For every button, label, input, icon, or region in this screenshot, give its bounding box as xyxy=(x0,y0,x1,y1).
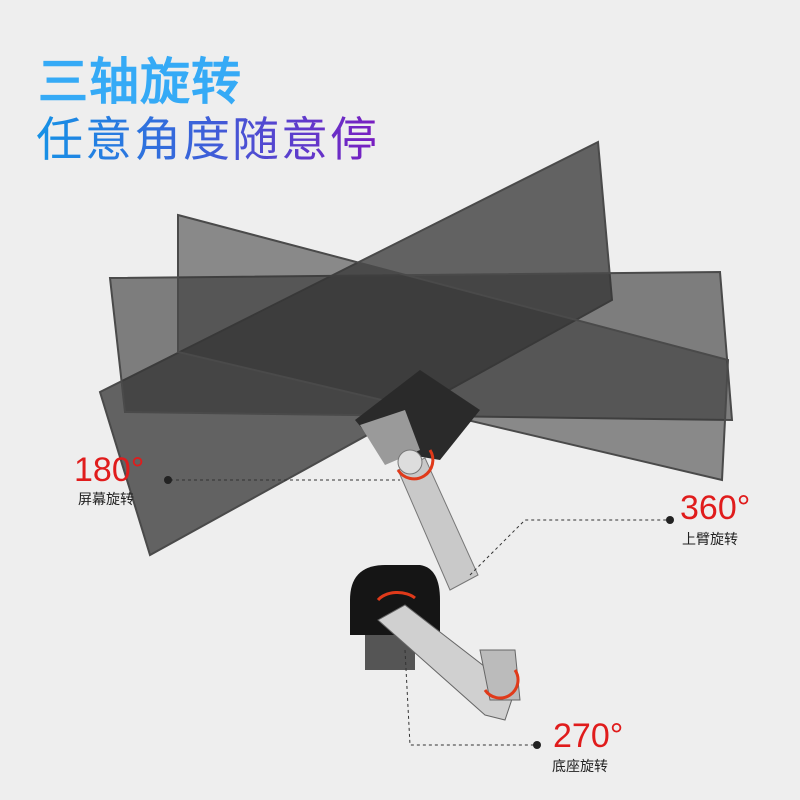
rotation-arrows xyxy=(376,449,520,700)
upper-arm xyxy=(397,449,479,591)
callout-degrees-screen: 180° xyxy=(74,451,145,489)
callout-label-upper-arm: 上臂旋转 xyxy=(682,532,738,548)
callout-label-base: 底座旋转 xyxy=(552,759,608,775)
headline-line1: 三轴旋转 xyxy=(38,53,242,111)
headline-line2: 任意角度随意停 xyxy=(36,113,379,168)
lower-arm xyxy=(377,604,521,721)
callout-dots xyxy=(164,476,674,749)
callout-label-screen: 屏幕旋转 xyxy=(78,492,134,508)
callout-degrees-base: 270° xyxy=(553,717,624,755)
callout-degrees-upper-arm: 360° xyxy=(680,489,751,527)
monitor-panels xyxy=(98,140,734,557)
callout-lines xyxy=(170,479,668,746)
monitor-panel-tilted-right xyxy=(177,213,730,482)
